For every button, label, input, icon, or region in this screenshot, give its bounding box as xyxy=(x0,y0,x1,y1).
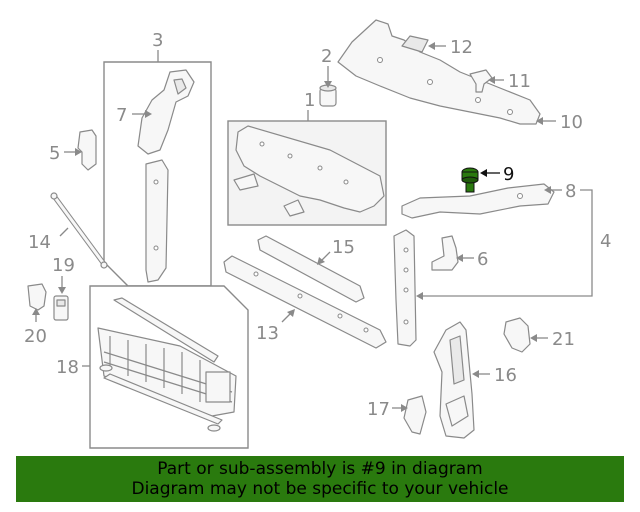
part-info-banner: Part or sub-assembly is #9 in diagram Di… xyxy=(16,456,624,502)
leader-lines xyxy=(32,42,593,412)
callout-20: 20 xyxy=(24,326,47,347)
part-13-rail xyxy=(223,255,387,349)
callout-17: 17 xyxy=(367,399,390,420)
callout-18: 18 xyxy=(56,357,79,378)
banner-line-1: Part or sub-assembly is #9 in diagram xyxy=(157,459,483,479)
callout-11: 11 xyxy=(508,71,531,92)
callout-9: 9 xyxy=(503,164,514,185)
group-1-panel xyxy=(227,120,387,226)
part-8-bracket xyxy=(401,183,555,219)
callout-7: 7 xyxy=(116,105,127,126)
callout-5: 5 xyxy=(49,143,60,164)
callout-1: 1 xyxy=(304,90,315,111)
part-6-bracket xyxy=(431,235,459,271)
group-3-panel xyxy=(103,61,212,287)
callout-19: 19 xyxy=(52,255,75,276)
part-11-clip xyxy=(469,69,493,93)
callout-10: 10 xyxy=(560,112,583,133)
banner-line-2: Diagram may not be specific to your vehi… xyxy=(131,479,509,499)
callout-12: 12 xyxy=(450,37,473,58)
callout-14: 14 xyxy=(28,232,51,253)
callout-3: 3 xyxy=(152,30,163,51)
part-10-cover xyxy=(337,19,541,125)
part-4-member xyxy=(393,229,417,347)
part-9-bolt xyxy=(461,167,479,193)
part-2-grommet xyxy=(319,84,337,107)
part-16-duct xyxy=(433,321,475,439)
callout-2: 2 xyxy=(321,46,332,67)
part-19-sensor xyxy=(53,295,69,321)
parts-diagram: 3 7 2 1 12 11 10 5 9 8 4 6 14 15 13 19 2… xyxy=(24,19,611,449)
part-21-clip xyxy=(503,317,531,353)
callout-numbers: 3 7 2 1 12 11 10 5 9 8 4 6 14 15 13 19 2… xyxy=(24,30,611,420)
part-17-bracket xyxy=(403,395,427,435)
part-14-hood-stay xyxy=(50,192,108,269)
part-20-bracket xyxy=(27,283,47,311)
callout-8: 8 xyxy=(565,181,576,202)
callout-4: 4 xyxy=(600,231,611,252)
part-12-pad xyxy=(401,35,429,53)
group-18-panel xyxy=(89,285,249,449)
callout-16: 16 xyxy=(494,365,517,386)
callout-15: 15 xyxy=(332,237,355,258)
callout-13: 13 xyxy=(256,323,279,344)
part-5-bracket xyxy=(77,129,97,171)
callout-21: 21 xyxy=(552,329,575,350)
part-15-rail xyxy=(257,235,365,303)
callout-6: 6 xyxy=(477,249,488,270)
